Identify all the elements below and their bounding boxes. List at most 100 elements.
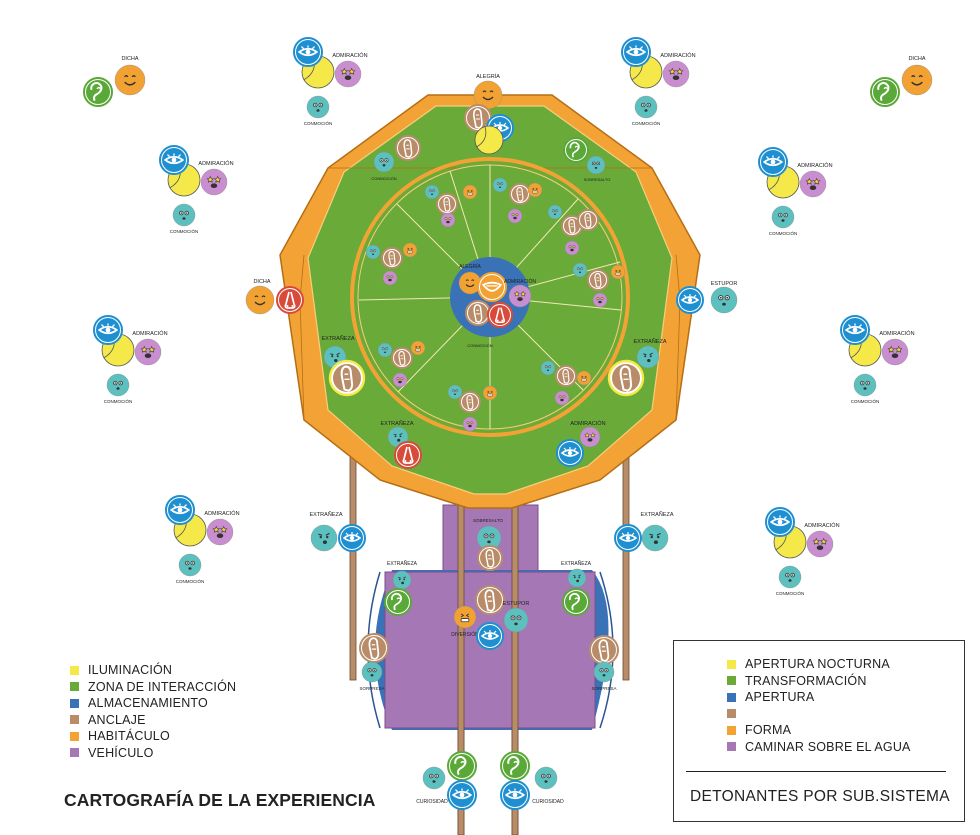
happy-face-icon (114, 64, 146, 96)
star-face-icon (881, 338, 909, 366)
emotion-label: ADMIRACIÓN (504, 278, 536, 285)
eye-icon (93, 315, 123, 345)
legend-trigger-swatch (727, 659, 736, 669)
emotion-label: EXTRAÑEZA (380, 420, 413, 427)
eye-icon (676, 286, 704, 314)
emotion-label: SOBRESALTO (473, 518, 504, 523)
wow-face-icon (447, 384, 463, 400)
star-face-icon (334, 60, 362, 88)
star-face-icon (134, 338, 162, 366)
happy-face-icon (245, 285, 275, 315)
emotion-label: ADMIRACIÓN (797, 162, 832, 169)
emotion-label: EXTRAÑEZA (561, 560, 592, 567)
legend-trigger-label: CAMINAR SOBRE EL AGUA (745, 739, 911, 754)
eye-icon (621, 37, 651, 67)
mouth-icon (477, 272, 507, 302)
emotion-label: ALEGRÍA (476, 73, 500, 80)
nose-icon (394, 441, 422, 469)
ear-icon (384, 588, 412, 616)
grin-face-icon (402, 242, 418, 258)
star-face-icon (592, 292, 608, 308)
wow-face-icon (424, 184, 440, 200)
wow-face-icon (534, 766, 558, 790)
emotion-label: CONMOCIÓN (467, 343, 492, 348)
hand-icon (475, 585, 505, 615)
eye-icon (840, 315, 870, 345)
eye-icon (758, 147, 788, 177)
legend-triggers-title: DETONANTES POR SUB.SISTEMA (690, 788, 950, 805)
wow-face-icon (361, 661, 383, 683)
wow-face-icon (306, 95, 330, 119)
emotion-label: ADMIRACIÓN (660, 52, 695, 59)
hand-icon (359, 633, 389, 663)
legend-subsystem-label: VEHÍCULO (88, 745, 154, 760)
grin-face-icon (576, 370, 592, 386)
wow-face-icon (547, 204, 563, 220)
legend-divider (686, 771, 946, 772)
wow-face-icon (106, 373, 130, 397)
page-title: CARTOGRAFÍA DE LA EXPERIENCIA (64, 790, 376, 810)
legend-trigger-item: TRANSFORMACIÓN (727, 673, 911, 690)
legend-subsystem-swatch (70, 715, 79, 725)
odd-face-icon (567, 568, 587, 588)
legend-trigger-item: CAMINAR SOBRE EL AGUA (727, 739, 911, 756)
emotion-label: CONMOCIÓN (769, 230, 798, 236)
light-icon (474, 125, 504, 155)
wow-face-icon (365, 244, 381, 260)
emotion-label: DICHA (121, 56, 138, 62)
nose-icon (276, 286, 304, 314)
grin-face-icon (453, 605, 477, 629)
grin-face-icon (527, 182, 543, 198)
star-face-icon (382, 270, 398, 286)
emotion-label: ADMIRACIÓN (804, 522, 839, 529)
ear-icon (83, 77, 113, 107)
emotion-label: CONMOCIÓN (176, 578, 205, 584)
legend-subsystem-swatch (70, 748, 79, 758)
wow-face-icon (572, 262, 588, 278)
emotion-label: SORPRESA (591, 686, 616, 691)
emotion-label: ADMIRACIÓN (204, 510, 239, 517)
emotion-label: CONMOCIÓN (776, 590, 805, 596)
hand-icon (555, 365, 577, 387)
legend-subsystem-item: ALMACENAMIENTO (70, 695, 236, 712)
legend-subsystem-swatch (70, 682, 79, 692)
emotion-label: CURIOSIDAD (416, 799, 448, 805)
grin-face-icon (462, 184, 478, 200)
wow-face-icon (172, 203, 196, 227)
eye-icon (765, 507, 795, 537)
grin-face-icon (482, 385, 498, 401)
legend-subsystem-item: ZONA DE INTERACCIÓN (70, 679, 236, 696)
legend-trigger-label: APERTURA NOCTURNA (745, 657, 890, 672)
wow-face-icon (778, 565, 802, 589)
emotion-label: EXTRAÑEZA (633, 338, 666, 345)
legend-trigger-item: APERTURA (727, 689, 911, 706)
hand-icon (465, 300, 491, 326)
hand-icon (395, 135, 421, 161)
star-face-icon (579, 426, 601, 448)
legend-trigger-item: FORMA (727, 722, 911, 739)
happy-face-icon (901, 64, 933, 96)
emotion-label: ADMIRACIÓN (570, 420, 605, 427)
hand-icon (577, 209, 599, 231)
legend-subsystem-item: VEHÍCULO (70, 745, 236, 762)
wow-face-icon (586, 155, 606, 175)
emotion-label: ADMIRACIÓN (879, 330, 914, 337)
hand-icon (391, 347, 413, 369)
legend-subsystem-swatch (70, 731, 79, 741)
hand-icon (509, 183, 531, 205)
emotion-label: ALEGRÍA (459, 263, 481, 270)
emotion-label: ADMIRACIÓN (132, 330, 167, 337)
odd-face-icon (310, 524, 338, 552)
ear-icon (563, 137, 589, 163)
wow-face-icon (503, 607, 529, 633)
legend-subsystem-item: ILUMINACIÓN (70, 662, 236, 679)
wow-face-icon (634, 95, 658, 119)
emotion-label: CONMOCIÓN (371, 176, 396, 181)
emotion-label: SOBRESALTO (584, 177, 611, 182)
legend-trigger-label: TRANSFORMACIÓN (745, 673, 867, 688)
emotion-label: CURIOSIDAD (532, 799, 564, 805)
star-face-icon (392, 372, 408, 388)
legend-trigger-label: APERTURA (745, 690, 815, 705)
